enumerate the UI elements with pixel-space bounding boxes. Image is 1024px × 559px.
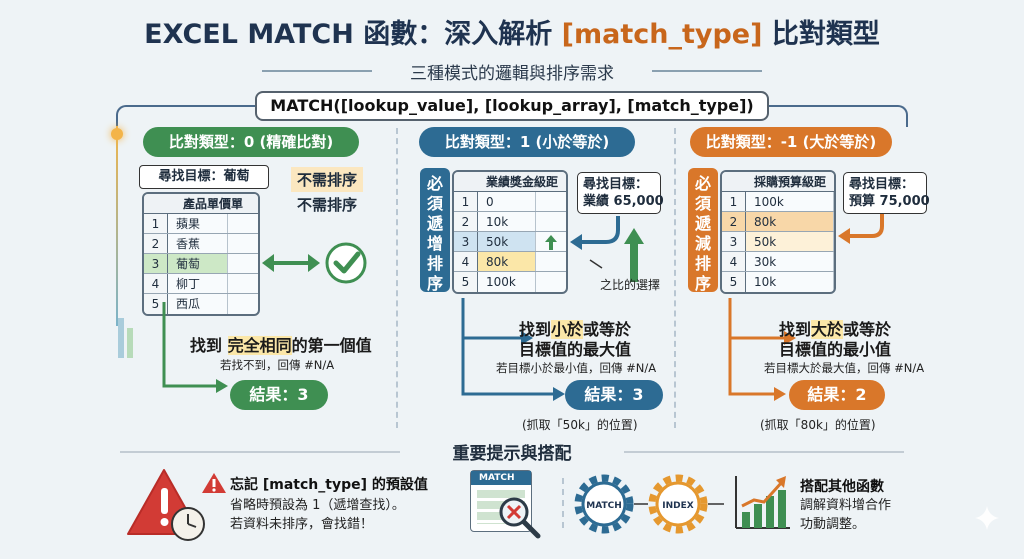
sparkle-icon: [975, 506, 999, 530]
subtitle-rule-right: [652, 70, 762, 72]
check-circle-icon: [325, 242, 367, 284]
combine-line2: 功動調整。: [800, 517, 866, 532]
table-header: 業績獎金級距: [454, 172, 566, 192]
result-badge-exact: 結果：3: [230, 380, 328, 410]
page-subtitle: 三種模式的邏輯與排序需求: [410, 64, 614, 84]
column-divider-2: [674, 128, 676, 428]
warning-clock-icon: [127, 469, 205, 541]
lookup-target-box: 尋找目標：業績 65,000: [577, 172, 664, 214]
exact-find-text: 找到 完全相同的第一個值: [190, 336, 372, 355]
lookup-target-box: 尋找目標：預算 75,000: [843, 172, 930, 214]
less-find-line1: 找到小於或等於: [519, 320, 632, 339]
title-highlight: [match_type]: [561, 19, 763, 50]
less-note: 若目標小於最小值，回傳 #N/A: [496, 361, 657, 375]
ascending-sort-badge: 必須遞增排序: [420, 168, 450, 293]
flow-arrow-2: [461, 298, 565, 401]
lookup-target-box: 尋找目標：葡萄: [139, 165, 269, 189]
default-value-title: 忘記 [match_type] 的預設值: [230, 477, 428, 493]
budget-arrow: [838, 214, 884, 244]
tips-divider: [562, 478, 564, 528]
tips-title: 重要提示與搭配: [452, 444, 572, 464]
decor-line: [116, 126, 118, 326]
default-value-line2: 若資料未排序，會找錯！: [230, 517, 374, 532]
flow-arrow-1: [162, 302, 228, 393]
table-header: 採購預算級距: [722, 172, 834, 192]
magnifier-x-icon: [499, 497, 541, 539]
tips-rule-left: [120, 451, 400, 453]
sort-note: 不需排序: [291, 167, 364, 192]
decor-bar-2: [127, 328, 133, 358]
match-sheet-label: MATCH: [471, 471, 531, 485]
up-arrow-icon: [624, 228, 644, 282]
sort-note-2: 不需排序: [297, 196, 358, 214]
table-header: 產品單價單: [144, 194, 258, 214]
up-arrow-icon: [545, 235, 557, 250]
result-badge-greater: 結果：2: [789, 380, 885, 410]
syntax-connector-left: [116, 105, 256, 127]
exact-note: 若找不到，回傳 #N/A: [220, 358, 335, 372]
greater-note: 若目標大於最大值，回傳 #N/A: [764, 361, 925, 375]
match-check-graphic: [262, 242, 367, 284]
decor-bar-1: [118, 318, 124, 358]
default-value-line1: 省略時預設為 1（遞增查找）。: [230, 498, 405, 513]
subtitle-rule-left: [262, 70, 372, 72]
title-text: EXCEL MATCH 函數：深入解析: [144, 19, 562, 50]
descending-sort-badge: 必須遞減排序: [688, 168, 718, 293]
syntax-box: MATCH([lookup_value], [lookup_array], [m…: [255, 91, 769, 121]
page-title: EXCEL MATCH 函數：深入解析 [match_type] 比對類型: [0, 12, 1024, 51]
column-divider-1: [396, 128, 398, 428]
double-arrow-icon: [262, 254, 320, 272]
gears-icon: MATCH INDEX: [574, 474, 724, 534]
growth-chart-icon: [735, 476, 790, 529]
ascending-sort-text: 必須遞增排序: [426, 174, 443, 293]
result-badge-less: 結果：3: [565, 380, 663, 410]
combine-title: 搭配其他函數: [800, 479, 884, 495]
less-find-line2: 目標值的最大值: [519, 340, 632, 359]
approx-arrows: [570, 216, 644, 282]
flow-arrow-3: [728, 298, 796, 401]
match-type-1-label: 比對類型：1 (小於等於): [419, 127, 635, 157]
small-warning-icon: [202, 473, 226, 493]
less-caption: (抓取「50k」的位置): [522, 418, 638, 432]
descending-sort-text: 必須遞減排序: [694, 174, 711, 293]
tips-rule-right: [624, 451, 904, 453]
decor-dot: [111, 128, 123, 140]
syntax-connector-right: [768, 105, 908, 127]
greater-find-line1: 找到大於或等於: [779, 320, 892, 339]
match-type-0-label: 比對類型：0 (精確比對): [143, 127, 359, 157]
gear-match-label: MATCH: [586, 501, 622, 511]
title-suffix: 比對類型: [762, 19, 880, 50]
match-type-neg1-label: 比對類型：-1 (大於等於): [690, 127, 892, 157]
greater-caption: (抓取「80k」的位置): [760, 418, 876, 432]
gear-index-label: INDEX: [662, 501, 693, 511]
pick-note: 之比的選擇: [600, 278, 661, 292]
greater-find-line2: 目標值的最小值: [779, 340, 892, 359]
combine-line1: 調解資料增合作: [800, 498, 892, 513]
